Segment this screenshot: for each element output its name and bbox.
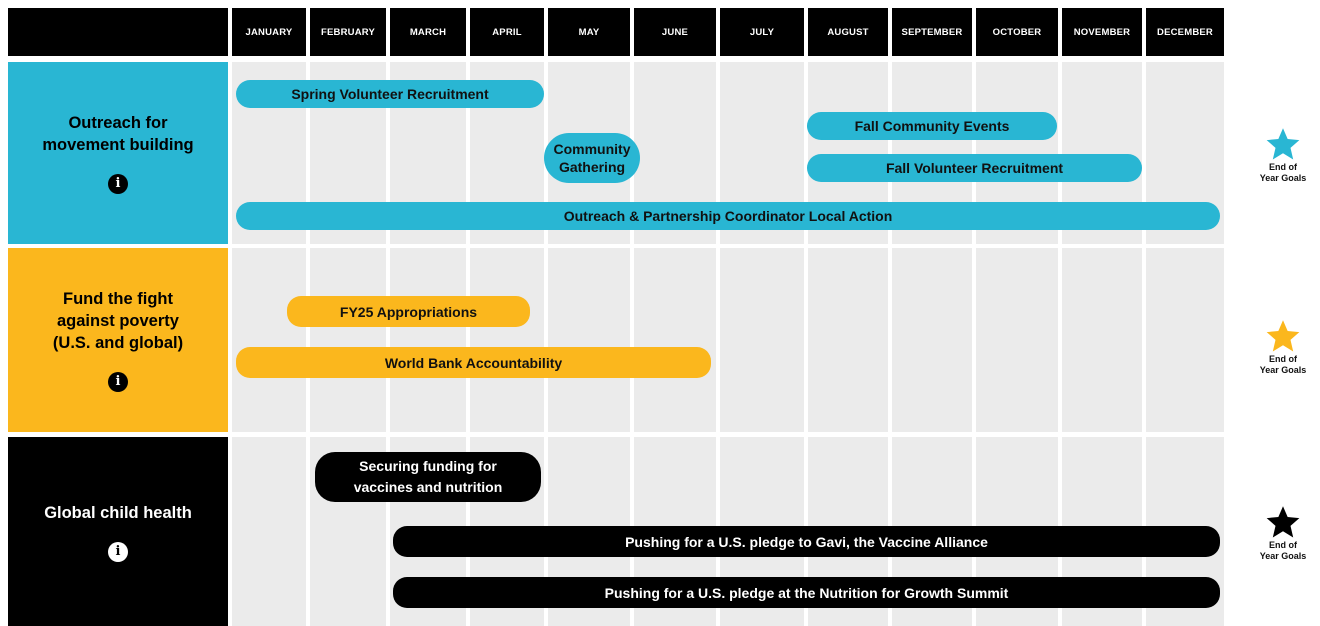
bar-nutrition-growth-pledge[interactable]: Pushing for a U.S. pledge at the Nutriti…: [393, 577, 1220, 608]
grid-cell: [548, 248, 630, 432]
goal-child-health: End of Year Goals: [1246, 504, 1320, 562]
star-icon: [1266, 320, 1300, 352]
grid-cell: [808, 248, 888, 432]
info-icon[interactable]: i: [108, 541, 128, 562]
grid-cell: [892, 248, 972, 432]
goal-label-line: End of: [1269, 162, 1297, 172]
bar-securing-funding[interactable]: Securing funding for vaccines and nutrit…: [315, 452, 541, 502]
month-header-august: AUGUST: [808, 8, 888, 56]
month-header-july: JULY: [720, 8, 804, 56]
bar-gavi-pledge[interactable]: Pushing for a U.S. pledge to Gavi, the V…: [393, 526, 1220, 557]
grid-cell: [1146, 248, 1224, 432]
month-header-december: DECEMBER: [1146, 8, 1224, 56]
goal-label-line: Year Goals: [1259, 173, 1307, 183]
month-header-november: NOVEMBER: [1062, 8, 1142, 56]
star-icon: [1266, 506, 1300, 538]
month-header-september: SEPTEMBER: [892, 8, 972, 56]
grid-cell: [232, 437, 306, 626]
row-label-fund-fight: Fund the fight against poverty (U.S. and…: [8, 248, 228, 432]
grid-cell: [720, 248, 804, 432]
info-icon[interactable]: i: [108, 372, 128, 392]
row-label-line: (U.S. and global): [52, 334, 184, 352]
month-header-may: MAY: [548, 8, 630, 56]
row-label-child-health: Global child health i: [8, 437, 228, 626]
month-header-april: APRIL: [470, 8, 544, 56]
header-corner: [8, 8, 228, 56]
goal-outreach: End of Year Goals: [1246, 126, 1320, 184]
month-header-october: OCTOBER: [976, 8, 1058, 56]
grid-cell: [634, 248, 716, 432]
month-header-june: JUNE: [634, 8, 716, 56]
grid-cell: [470, 248, 544, 432]
goal-label-line: Year Goals: [1259, 551, 1307, 561]
goal-label-line: End of: [1269, 354, 1297, 364]
month-header-january: JANUARY: [232, 8, 306, 56]
grid-cell: [390, 248, 466, 432]
month-header-march: MARCH: [390, 8, 466, 56]
goal-label-line: Year Goals: [1259, 365, 1307, 375]
goal-fund-fight: End of Year Goals: [1246, 318, 1320, 376]
bar-fall-community-events[interactable]: Fall Community Events: [807, 112, 1057, 140]
bar-fy25-appropriations[interactable]: FY25 Appropriations: [287, 296, 530, 327]
bar-community-gathering[interactable]: Community Gathering: [544, 133, 640, 183]
row-label-line: Fund the fight: [63, 290, 173, 308]
bar-world-bank-accountability[interactable]: World Bank Accountability: [236, 347, 711, 378]
month-header-february: FEBRUARY: [310, 8, 386, 56]
grid-cell: [1062, 248, 1142, 432]
info-icon[interactable]: i: [108, 174, 128, 194]
row-label-line: Outreach for: [68, 114, 168, 132]
row-label-outreach: Outreach for movement building i: [8, 62, 228, 244]
grid-cell: [976, 248, 1058, 432]
row-label-line: movement building: [42, 136, 194, 154]
bar-spring-volunteer-recruitment[interactable]: Spring Volunteer Recruitment: [236, 80, 544, 108]
row-label-fund-fight-text: Fund the fight against poverty (U.S. and…: [53, 288, 183, 354]
goal-label-line: End of: [1269, 540, 1297, 550]
bar-fall-volunteer-recruitment[interactable]: Fall Volunteer Recruitment: [807, 154, 1142, 182]
row-label-line: against poverty: [57, 312, 179, 330]
row-label-line: Global child health: [44, 503, 192, 522]
bar-outreach-partnership-coordinator[interactable]: Outreach & Partnership Coordinator Local…: [236, 202, 1220, 230]
star-icon: [1266, 128, 1300, 160]
row-label-child-health-text: Global child health: [44, 502, 192, 524]
row-label-outreach-text: Outreach for movement building: [42, 112, 193, 156]
grid-cell: [232, 248, 306, 432]
grid-cell: [310, 248, 386, 432]
